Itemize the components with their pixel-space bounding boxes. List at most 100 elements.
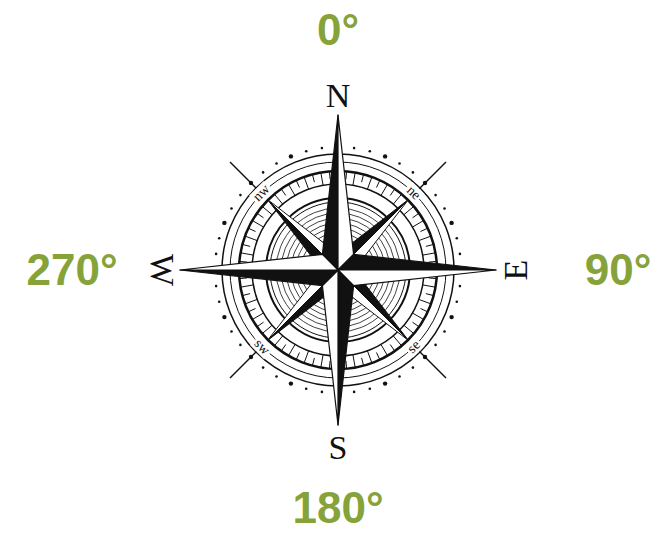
tick-mark [413, 213, 420, 218]
ring-dot [215, 285, 218, 288]
tick-mark [248, 309, 255, 312]
ring-dot [443, 207, 446, 210]
cardinal-point [338, 115, 354, 270]
degree-label: 0° [317, 8, 359, 52]
tick-mark [390, 189, 395, 196]
tick-mark [296, 353, 299, 360]
tick-mark [304, 351, 309, 363]
ring-dot [305, 150, 308, 153]
direction-letter: W [145, 254, 179, 286]
tick-mark [393, 194, 401, 204]
tick-mark [281, 189, 286, 196]
ring-dot [456, 237, 459, 240]
ring-dot [456, 301, 459, 304]
tick-mark [423, 253, 436, 255]
tick-mark [393, 336, 401, 346]
ring-dot [262, 171, 265, 174]
ring-dot [218, 301, 221, 304]
tick-mark [377, 353, 380, 360]
tick-mark [262, 325, 272, 333]
tick-mark [257, 213, 264, 218]
cardinal-point [180, 254, 338, 270]
tick-mark [274, 336, 282, 346]
tick-mark [404, 325, 414, 333]
ring-dot [353, 391, 356, 394]
tick-mark [413, 313, 424, 320]
cardinal-point [338, 270, 496, 286]
tick-mark [241, 285, 254, 287]
ring-dot [289, 154, 293, 158]
ring-dot [412, 171, 415, 174]
ring-dot [262, 366, 265, 369]
ring-dot [218, 237, 221, 240]
tick-mark [362, 174, 364, 182]
cardinal-point [338, 270, 354, 425]
degree-label: 270° [26, 248, 117, 292]
ring-dot [383, 381, 387, 385]
direction-letter: S [329, 431, 348, 465]
tick-mark [257, 322, 264, 327]
tick-mark [426, 244, 434, 246]
tick-mark [281, 345, 286, 352]
degree-label: 90° [585, 248, 652, 292]
ring-dot [443, 330, 446, 333]
cardinal-point [322, 270, 338, 425]
ring-dot [222, 315, 226, 319]
tick-mark [245, 299, 257, 304]
main-star-points [180, 115, 496, 425]
tick-mark [381, 345, 388, 356]
ring-dot [398, 162, 401, 165]
tick-mark [362, 358, 364, 366]
tick-mark [304, 177, 309, 189]
tick-mark [390, 345, 395, 352]
ring-dot [321, 147, 324, 150]
tick-mark [426, 294, 434, 296]
ring-dot [412, 366, 415, 369]
ring-dot [289, 381, 293, 385]
tick-mark [419, 299, 431, 304]
ring-dot [353, 147, 356, 150]
ring-dot [275, 375, 278, 378]
tick-mark [248, 228, 255, 231]
tick-mark [289, 345, 296, 356]
tick-mark [289, 184, 296, 195]
tick-mark [252, 313, 263, 320]
cardinal-point [338, 254, 496, 270]
tick-mark [241, 253, 254, 255]
tick-mark [262, 206, 272, 214]
ring-dot [222, 221, 226, 225]
degree-label: 180° [292, 486, 383, 530]
ring-dot [321, 391, 324, 394]
tick-mark [321, 355, 323, 368]
cardinal-point [322, 115, 338, 270]
tick-mark [421, 228, 428, 231]
tick-mark [367, 351, 372, 363]
tick-mark [252, 221, 263, 228]
tick-mark [296, 180, 299, 187]
ring-dot [275, 162, 278, 165]
ring-dot [215, 253, 218, 256]
ring-dot [239, 344, 242, 347]
tick-mark [381, 184, 388, 195]
tick-mark [413, 221, 424, 228]
tick-mark [367, 177, 372, 189]
tick-mark [423, 285, 436, 287]
tick-mark [421, 309, 428, 312]
tick-mark [274, 194, 282, 204]
ring-dot [434, 344, 437, 347]
tick-mark [353, 173, 355, 186]
tick-mark [242, 294, 250, 296]
ring-dot [230, 330, 233, 333]
ring-dot [459, 285, 462, 288]
tick-mark [377, 180, 380, 187]
tick-mark [312, 174, 314, 182]
ring-dot [305, 388, 308, 391]
tick-mark [321, 173, 323, 186]
tick-mark [419, 236, 431, 241]
direction-letter: E [499, 260, 533, 281]
ring-dot [369, 150, 372, 153]
ring-dot [383, 154, 387, 158]
ring-dot [230, 207, 233, 210]
ring-dot [449, 315, 453, 319]
ring-dot [459, 253, 462, 256]
